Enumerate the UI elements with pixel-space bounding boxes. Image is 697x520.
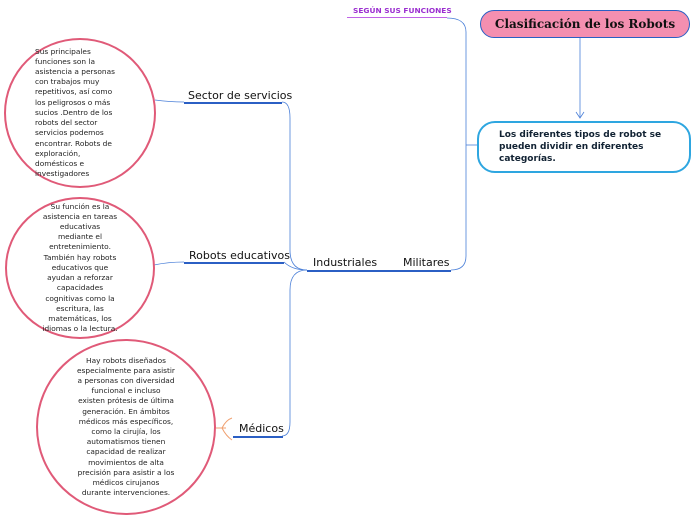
main-topic-underline <box>347 17 447 18</box>
medicos-bubble[interactable]: Hay robots diseñados especialmente para … <box>36 339 216 515</box>
educativos-text: Su función es la asistencia en tareas ed… <box>42 201 118 334</box>
industriales-militares-underline <box>307 270 451 272</box>
educativos-bubble[interactable]: Su función es la asistencia en tareas ed… <box>5 197 155 339</box>
branch-label-militares[interactable]: Militares <box>403 256 450 269</box>
branch-label-industriales[interactable]: Industriales <box>313 256 378 269</box>
branch-label-educativos[interactable]: Robots educativos <box>189 249 290 262</box>
branch-label-servicios[interactable]: Sector de servicios <box>188 89 293 102</box>
medicos-underline <box>233 436 283 438</box>
diagram-title[interactable]: Clasificación de los Robots <box>480 10 690 38</box>
branch-label-medicos[interactable]: Médicos <box>239 422 284 435</box>
description-box[interactable]: Los diferentes tipos de robot se pueden … <box>477 121 691 173</box>
servicios-underline <box>184 102 282 104</box>
medicos-text: Hay robots diseñados especialmente para … <box>77 355 175 498</box>
educativos-underline <box>184 262 284 264</box>
servicios-bubble[interactable]: Sus principales funciones son la asisten… <box>4 38 156 188</box>
servicios-text: Sus principales funciones son la asisten… <box>35 46 115 179</box>
main-topic: SEGÚN SUS FUNCIONES <box>353 6 452 15</box>
